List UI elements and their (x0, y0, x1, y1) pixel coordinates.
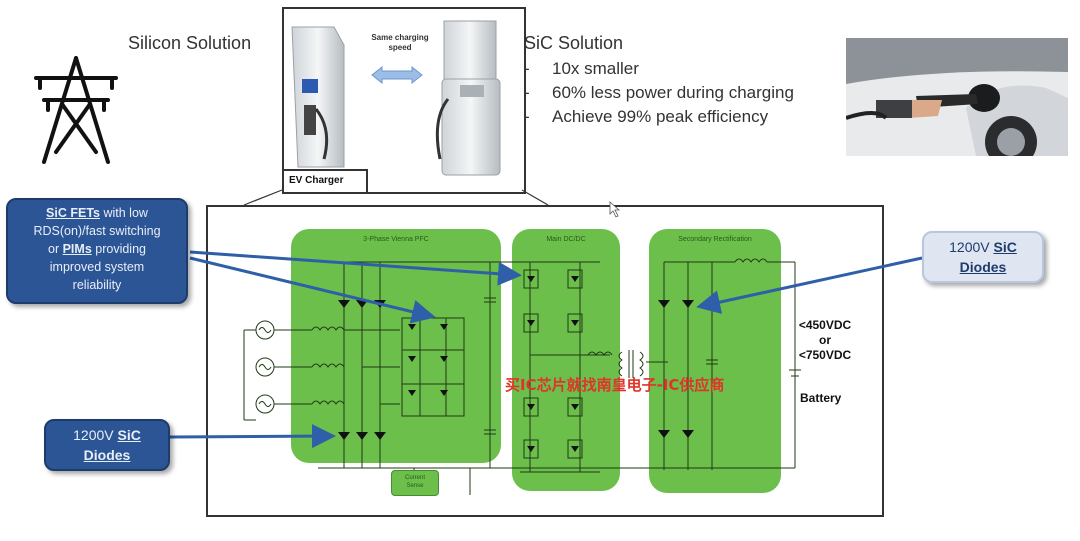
vienna-pfc-label: 3-Phase Vienna PFC (363, 236, 429, 243)
speed-label: speed (388, 43, 412, 52)
car-charging-photo (846, 38, 1068, 156)
sic-benefit-list: -10x smaller -60% less power during char… (524, 57, 794, 129)
main-dcdc-label: Main DC/DC (546, 236, 586, 243)
silicon-solution-heading: Silicon Solution (128, 33, 252, 53)
sic-diodes-callout-left: 1200V SiC Diodes (44, 419, 170, 471)
speed-label: Same charging (371, 33, 429, 42)
sic-solution-heading: SiC Solution (524, 33, 624, 53)
vienna-pfc-block: 3-Phase Vienna PFC (291, 229, 501, 463)
secondary-rectification-label: Secondary Rectification (678, 236, 752, 243)
watermark-text: 买IC芯片就找南皇电子-IC供应商 (505, 376, 725, 394)
sic-benefit-item: -10x smaller (524, 59, 639, 78)
current-sense-block: Current Sense (391, 470, 439, 496)
current-sense-label: Sense (406, 483, 424, 489)
sic-benefit-item: -Achieve 99% peak efficiency (524, 107, 769, 126)
main-dcdc-block: Main DC/DC (512, 229, 620, 491)
ev-charger-caption: EV Charger (289, 175, 344, 186)
sic-benefit-item: -60% less power during charging (524, 83, 794, 102)
secondary-rectification-block: Secondary Rectification (649, 229, 781, 493)
battery-label: Battery (800, 391, 842, 405)
sic-fets-callout: SiC FETs with low RDS(on)/fast switching… (6, 198, 188, 304)
sic-diodes-callout-right: 1200V SiC Diodes (922, 231, 1044, 283)
ev-charger-image: Same charging speed EV Charger (282, 7, 526, 194)
current-sense-label: Current (404, 475, 425, 481)
output-voltage-label: <450VDC or <750VDC (798, 318, 852, 362)
